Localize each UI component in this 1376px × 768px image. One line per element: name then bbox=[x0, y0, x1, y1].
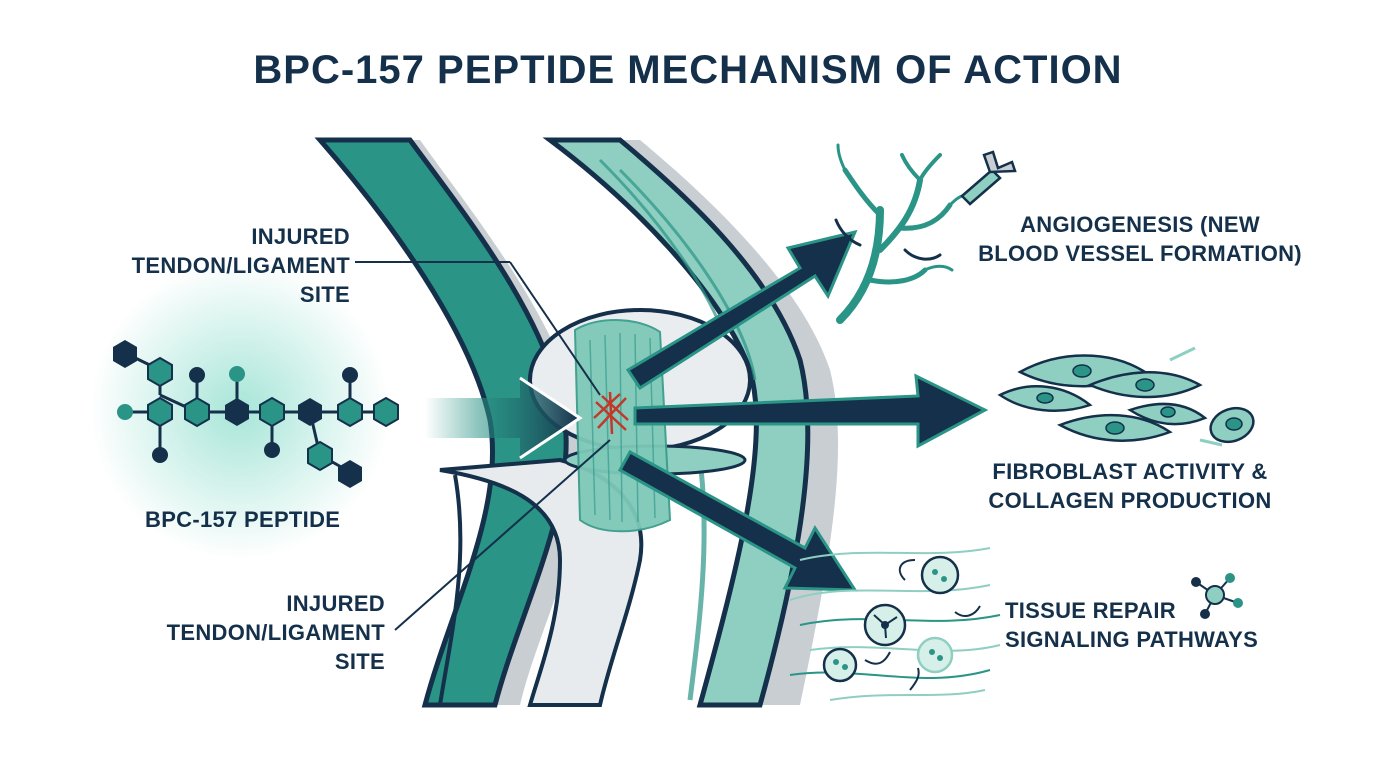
angiogenesis-label: ANGIOGENESIS (NEW BLOOD VESSEL FORMATION… bbox=[978, 212, 1302, 266]
tissue-repair-arrow bbox=[617, 449, 858, 592]
leader-line-bottom bbox=[394, 439, 611, 631]
injured-site-label-bottom: INJURED TENDON/LIGAMENT SITE bbox=[166, 591, 385, 674]
signaling-pathway-icon bbox=[789, 547, 1001, 701]
tissue-repair-label: TISSUE REPAIR SIGNALING PATHWAYS bbox=[1005, 598, 1259, 652]
peptide-delivery-arrow bbox=[425, 376, 583, 460]
fibroblast-label: FIBROBLAST ACTIVITY & COLLAGEN PRODUCTIO… bbox=[988, 459, 1272, 513]
injury-icon bbox=[593, 391, 629, 435]
leader-line-top-diagonal bbox=[509, 261, 601, 396]
molecule-node-icon bbox=[1191, 573, 1243, 619]
fibroblast-cell-icon bbox=[997, 346, 1255, 447]
page-title: BPC-157 PEPTIDE MECHANISM OF ACTION bbox=[253, 48, 1123, 92]
vessel-segment-icon bbox=[960, 150, 1017, 206]
angiogenesis-arrow bbox=[625, 229, 858, 391]
blood-vessel-icon bbox=[834, 143, 970, 324]
peptide-molecule-icon bbox=[90, 260, 399, 560]
fibroblast-arrow bbox=[633, 373, 989, 449]
peptide-label: BPC-157 PEPTIDE bbox=[145, 507, 341, 532]
injured-site-label-top: INJURED TENDON/LIGAMENT SITE bbox=[131, 224, 350, 307]
